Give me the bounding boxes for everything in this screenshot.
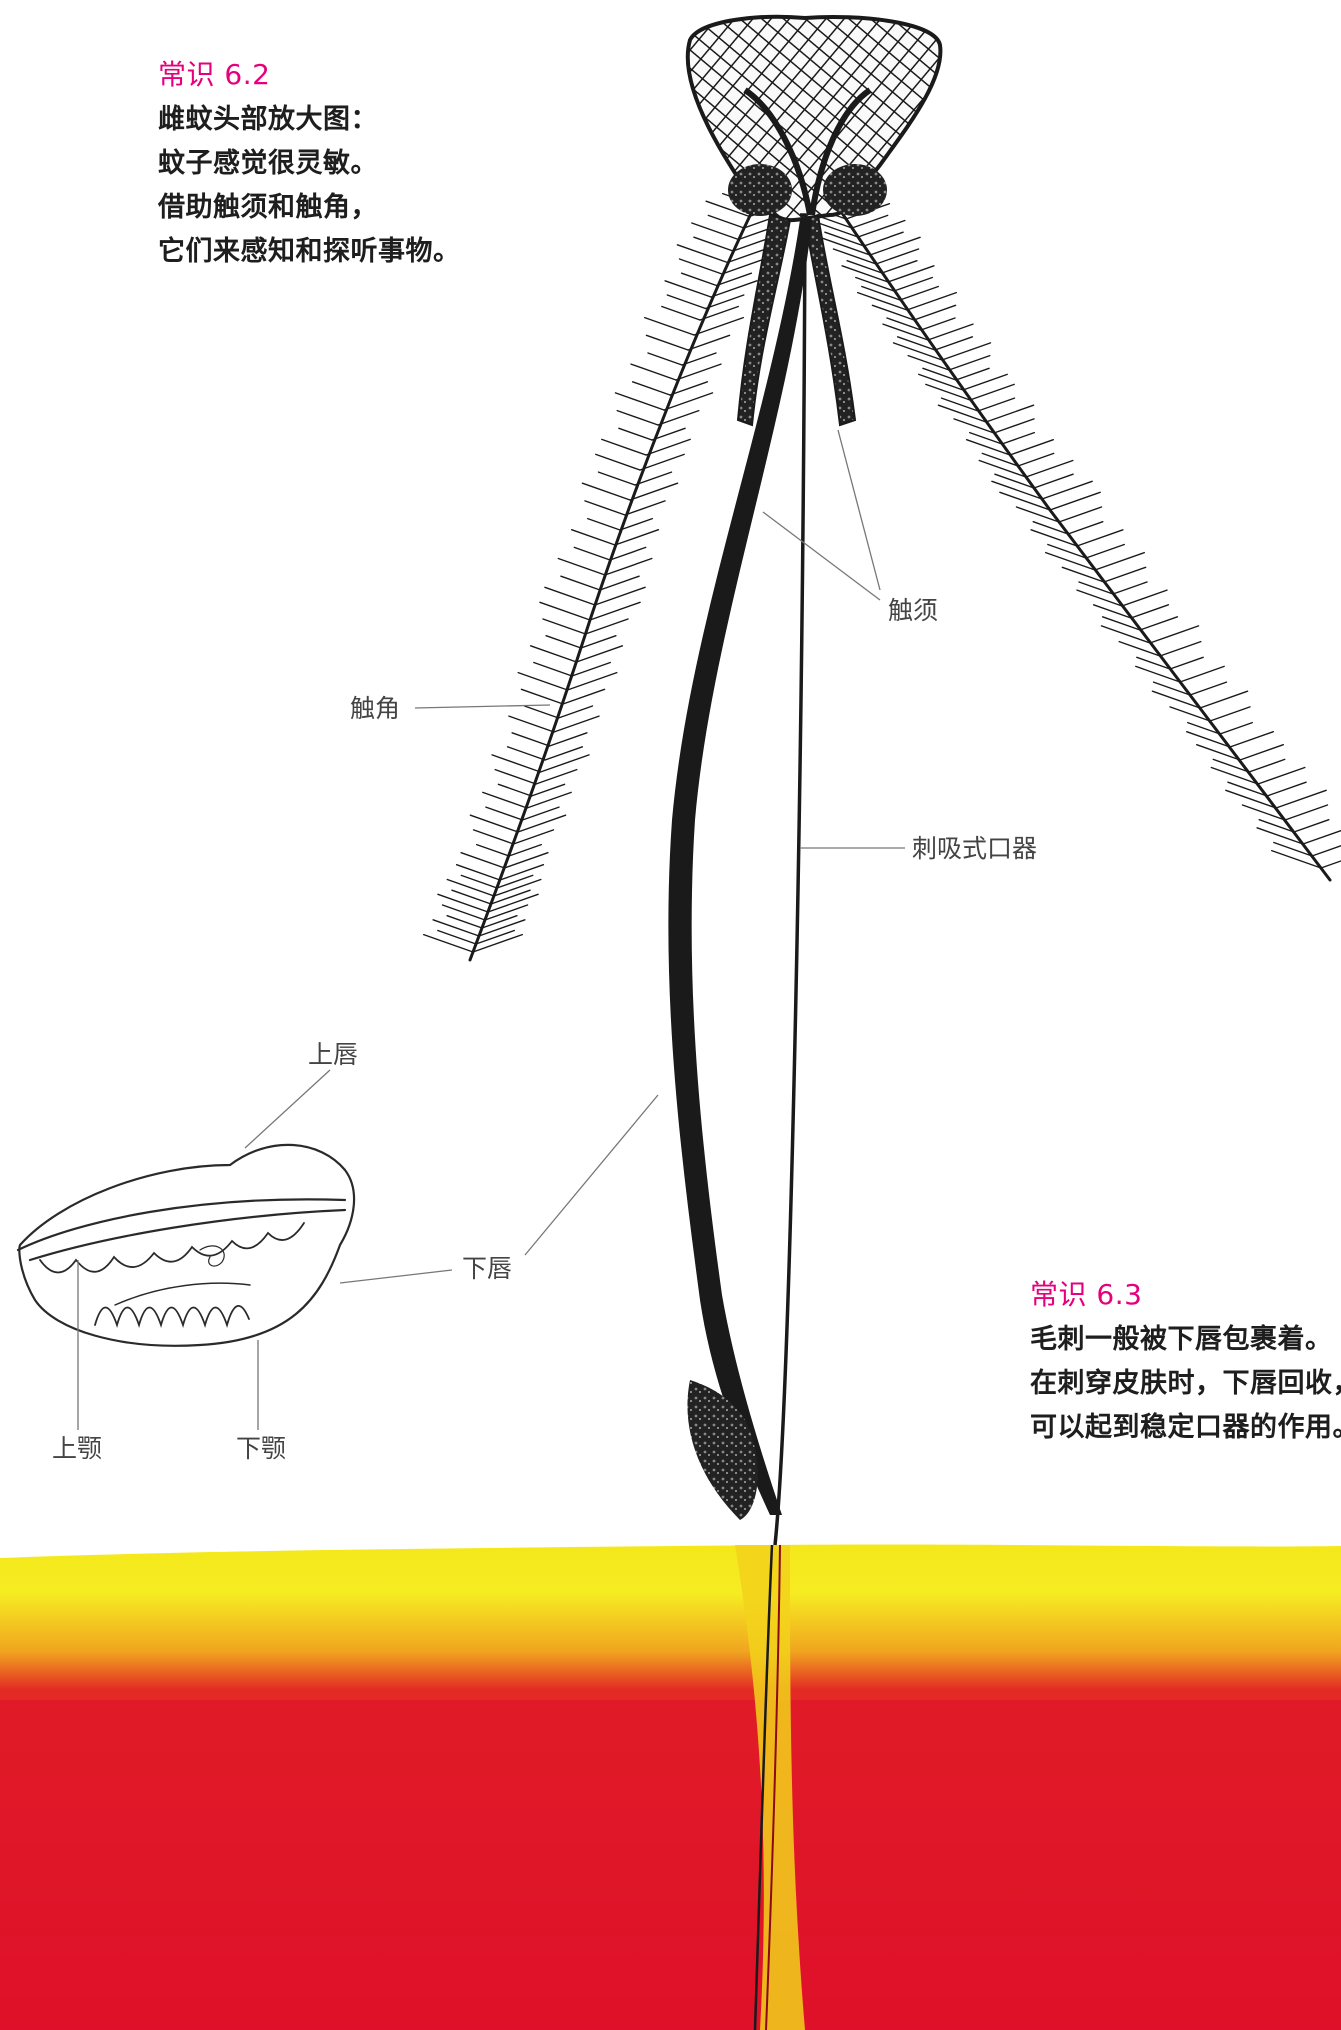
skin-layer [0, 1545, 1341, 2030]
proboscis-label: 刺吸式口器 [912, 834, 1037, 864]
lower-lip-label: 下唇 [462, 1254, 512, 1284]
note-6-3: 常识 6.3 毛刺一般被下唇包裹着。 在刺穿皮肤时，下唇回收， 可以起到稳定口器… [1030, 1272, 1341, 1450]
note-6-2-line: 它们来感知和探听事物。 [158, 230, 461, 274]
note-6-2-line: 雌蚊头部放大图： [158, 98, 461, 142]
antenna-right [803, 199, 1341, 880]
note-6-3-line: 毛刺一般被下唇包裹着。 [1030, 1318, 1341, 1362]
mouthparts-diagram [18, 1145, 354, 1346]
palps-label: 触须 [888, 596, 938, 626]
note-6-2-heading: 常识 6.2 [158, 52, 461, 98]
mandible-label: 下颚 [236, 1434, 286, 1464]
note-6-2: 常识 6.2 雌蚊头部放大图： 蚊子感觉很灵敏。 借助触须和触角， 它们来感知和… [158, 52, 461, 274]
note-6-3-line: 可以起到稳定口器的作用。 [1030, 1406, 1341, 1450]
note-6-2-line: 蚊子感觉很灵敏。 [158, 142, 461, 186]
upper-lip-label: 上唇 [308, 1040, 358, 1070]
note-6-2-line: 借助触须和触角， [158, 186, 461, 230]
maxilla-label: 上颚 [52, 1434, 102, 1464]
note-6-3-heading: 常识 6.3 [1030, 1272, 1341, 1318]
antenna-label: 触角 [350, 694, 400, 724]
head-capsule [688, 17, 941, 220]
note-6-3-line: 在刺穿皮肤时，下唇回收， [1030, 1362, 1341, 1406]
